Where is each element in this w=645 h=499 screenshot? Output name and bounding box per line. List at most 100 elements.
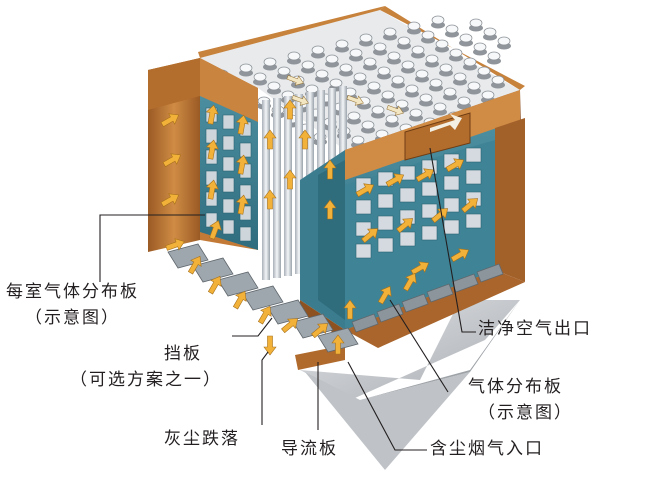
label-guide-plate: 导流板 xyxy=(281,439,338,459)
baffle-plate xyxy=(292,313,334,339)
panel-opening xyxy=(443,175,460,191)
bag-top xyxy=(277,66,291,76)
bag-top xyxy=(263,57,277,67)
bag-top xyxy=(401,60,415,70)
bag-top xyxy=(387,51,401,61)
flow-arrow xyxy=(209,220,222,240)
bag-top xyxy=(339,63,353,73)
bag-top xyxy=(481,90,495,100)
label-baffle-note: （可选方案之一） xyxy=(70,370,222,390)
panel-opening xyxy=(355,199,372,215)
bag-top xyxy=(477,66,491,76)
bag-top xyxy=(469,18,483,28)
flow-arrow xyxy=(162,153,182,168)
panel-opening xyxy=(399,187,416,203)
bag-top xyxy=(449,48,463,58)
panel-opening xyxy=(205,128,218,144)
flow-arrow xyxy=(205,104,219,125)
bag-top xyxy=(383,27,397,37)
center-distribution-panel xyxy=(300,150,345,330)
panel-opening xyxy=(205,212,218,228)
baffle-plate xyxy=(351,313,379,333)
flow-arrow xyxy=(283,99,297,120)
bag-top xyxy=(349,48,363,58)
leader-lines xyxy=(99,147,476,451)
panel-opening xyxy=(421,203,438,219)
panel-opening xyxy=(399,231,416,247)
panel-opening xyxy=(443,219,460,235)
bag-top xyxy=(487,51,501,61)
flow-arrow xyxy=(396,218,414,234)
airflow-arrows xyxy=(160,75,479,356)
panel-opening xyxy=(465,213,482,229)
bag-top xyxy=(371,105,385,115)
flow-arrow xyxy=(235,194,249,215)
bag-top xyxy=(287,51,301,61)
bag-top xyxy=(431,15,445,25)
flow-arrow xyxy=(343,299,357,320)
flow-arrow xyxy=(263,335,277,356)
baffle-plates xyxy=(167,243,504,353)
baffle-plate xyxy=(401,293,429,313)
panel-opening xyxy=(465,169,482,185)
bag-top xyxy=(359,33,373,43)
bag-top xyxy=(329,78,343,88)
flow-arrow xyxy=(431,208,449,224)
bag-top xyxy=(473,42,487,52)
bag-top xyxy=(409,108,423,118)
leader-chamber-panel xyxy=(99,214,205,282)
panel-opening xyxy=(222,177,235,193)
leader-clean-outlet xyxy=(429,147,476,333)
panel-opening xyxy=(222,219,235,235)
bag-top xyxy=(405,84,419,94)
label-baffle: 挡板 xyxy=(164,344,202,364)
bag-top xyxy=(439,63,453,73)
bag-top xyxy=(415,69,429,79)
flow-arrow xyxy=(331,334,345,355)
bag-top xyxy=(267,81,281,91)
panel-opening xyxy=(377,215,394,231)
flow-arrow xyxy=(445,158,465,173)
flow-arrow xyxy=(235,154,249,175)
flow-arrow xyxy=(263,129,277,150)
bag-top xyxy=(421,30,435,40)
label-chamber-gas-distribution: 每室气体分布板 xyxy=(6,282,139,302)
bag-top xyxy=(457,96,471,106)
flow-arrow xyxy=(207,275,222,295)
flow-arrow xyxy=(461,198,479,214)
bag-top xyxy=(301,60,315,70)
bag-top xyxy=(435,39,449,49)
bag-top xyxy=(467,81,481,91)
bag-top xyxy=(361,120,375,130)
leader-inlet xyxy=(347,361,427,451)
bag-top xyxy=(253,72,267,82)
outlet-flow-arrow xyxy=(291,95,309,106)
bag-top xyxy=(445,24,459,34)
filter-bag xyxy=(262,100,270,280)
casing-front-left xyxy=(148,58,258,122)
bag-top xyxy=(419,93,433,103)
bag-top xyxy=(459,33,473,43)
outlet-flow-arrow xyxy=(286,75,304,86)
flow-arrow xyxy=(165,238,185,251)
flow-arrow xyxy=(311,323,329,339)
bag-top xyxy=(325,54,339,64)
flow-arrow xyxy=(355,183,375,198)
bag-top xyxy=(311,45,325,55)
flow-arrow xyxy=(361,228,379,244)
bag-top xyxy=(425,54,439,64)
panel-opening xyxy=(377,193,394,209)
flow-arrow xyxy=(385,173,405,188)
bag-top xyxy=(353,72,367,82)
bag-top xyxy=(407,21,421,31)
flow-arrow xyxy=(415,168,435,183)
flow-arrow xyxy=(298,129,312,150)
flow-arrow xyxy=(160,193,180,208)
bag-top xyxy=(377,66,391,76)
panel-opening xyxy=(421,181,438,197)
baffle-plate xyxy=(267,299,309,325)
baffle-plate xyxy=(242,285,284,311)
flow-arrow xyxy=(281,318,299,334)
leader-gas-plate xyxy=(389,299,449,393)
bag-top xyxy=(433,102,447,112)
